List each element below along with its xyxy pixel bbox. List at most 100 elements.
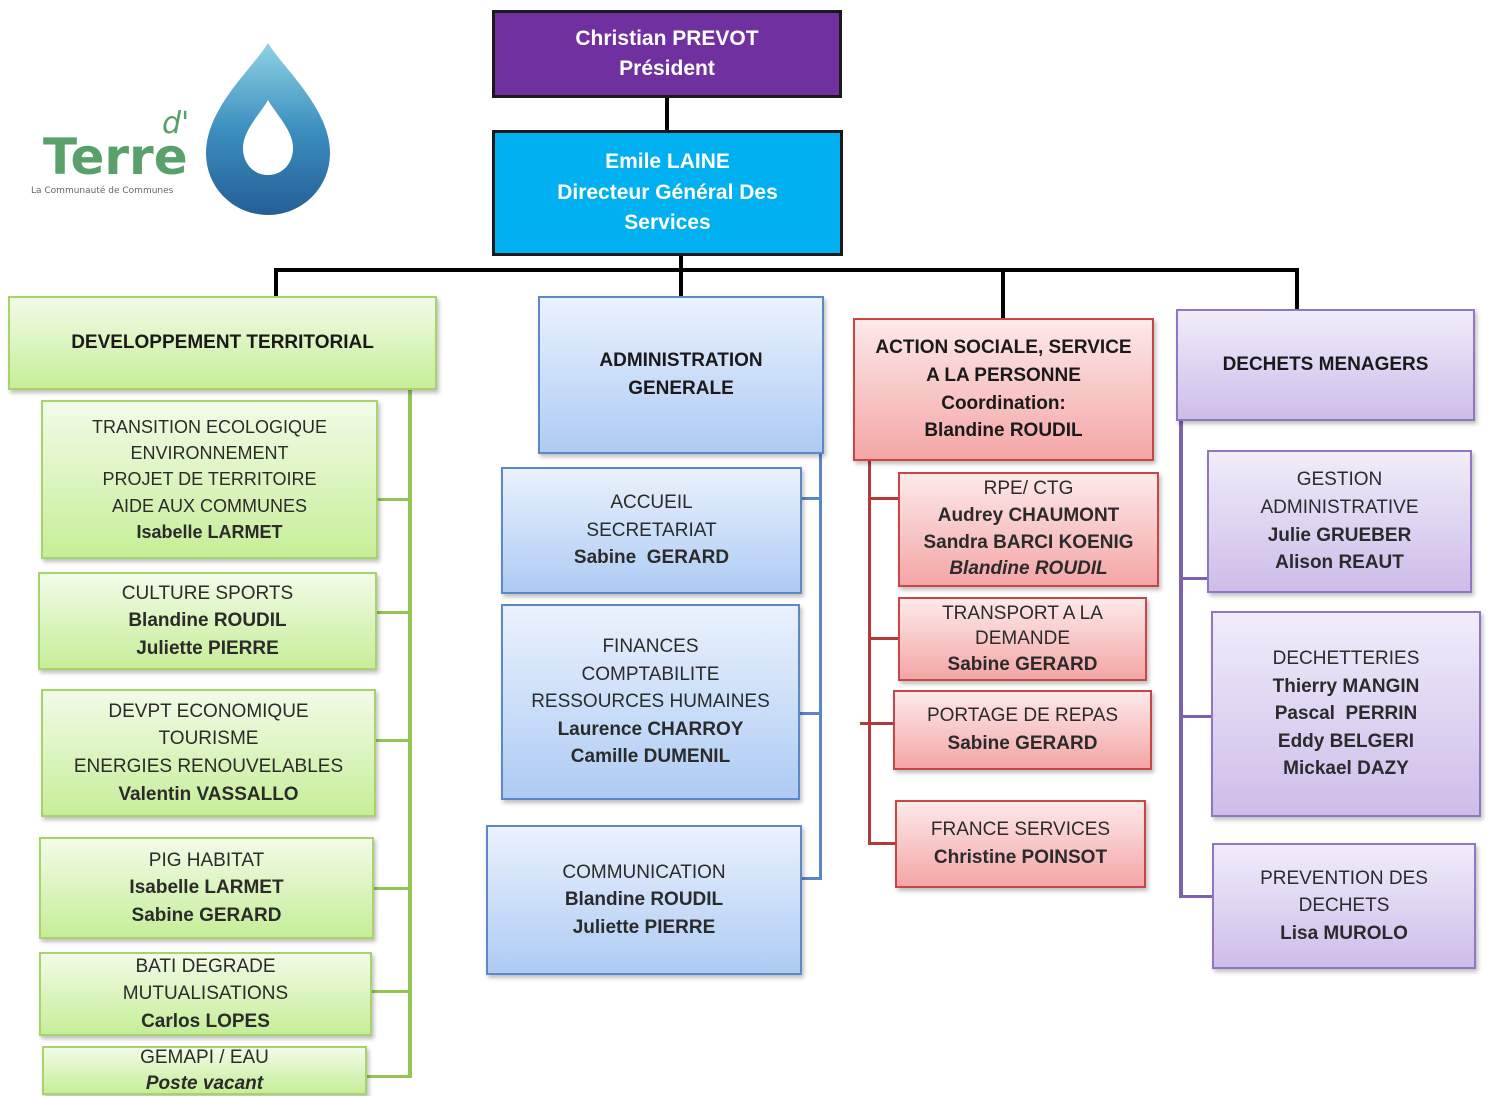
unit-culture-sports: CULTURE SPORTS Blandine ROUDIL Juliette … <box>38 572 377 670</box>
unit-portage-repas: PORTAGE DE REPAS Sabine GERARD <box>893 690 1152 770</box>
unit-person: Sabine GERARD <box>948 730 1098 758</box>
unit-label: COMPTABILITE <box>582 661 720 689</box>
connector-social-branch <box>868 637 900 640</box>
unit-person: Valentin VASSALLO <box>118 781 298 809</box>
dept-admin-header: ADMINISTRATION GENERALE <box>538 296 824 454</box>
unit-label: PORTAGE DE REPAS <box>927 702 1118 730</box>
connector-dev-branch <box>372 887 410 890</box>
unit-person: Christine POINSOT <box>934 844 1107 872</box>
unit-person: Julie GRUEBER <box>1268 522 1412 550</box>
dept-admin-title-line1: ADMINISTRATION <box>599 347 762 375</box>
unit-label: DECHETTERIES <box>1273 645 1420 673</box>
connector-dev-branch <box>374 739 410 742</box>
dept-social-title-line4: Blandine ROUDIL <box>924 417 1082 445</box>
unit-person: Sabine GERARD <box>132 902 282 930</box>
dept-admin-title-line2: GENERALE <box>628 375 734 403</box>
unit-person: Audrey CHAUMONT <box>938 503 1120 530</box>
unit-person: Sabine GERARD <box>948 652 1098 678</box>
unit-gemapi-eau: GEMAPI / EAU Poste vacant <box>42 1046 367 1095</box>
president-box: Christian PREVOT Président <box>492 10 842 98</box>
dept-waste-header: DECHETS MENAGERS <box>1176 309 1475 421</box>
dept-social-title-line2: A LA PERSONNE <box>926 362 1081 390</box>
president-name: Christian PREVOT <box>575 24 758 54</box>
connector-dev-branch <box>376 498 410 501</box>
connector-social-branch <box>868 842 896 845</box>
unit-bati-degrade: BATI DEGRADE MUTUALISATIONS Carlos LOPES <box>39 952 372 1036</box>
unit-label: TOURISME <box>159 725 259 753</box>
director-name: Emile LAINE <box>605 147 730 177</box>
unit-person: Juliette PIERRE <box>573 914 716 942</box>
unit-label: TRANSITION ECOLOGIQUE <box>92 414 327 440</box>
unit-label: SECRETARIAT <box>586 517 716 545</box>
connector-social-branch <box>860 722 896 725</box>
connector-admin-spine <box>819 452 822 880</box>
director-title-line2: Services <box>624 208 710 238</box>
logo-name: Terre <box>43 128 188 186</box>
unit-label: DECHETS <box>1299 892 1390 920</box>
unit-label: GESTION <box>1297 466 1383 494</box>
connector-social-branch <box>868 497 900 500</box>
unit-prevention-dechets: PREVENTION DES DECHETS Lisa MUROLO <box>1212 843 1476 969</box>
unit-person: Mickael DAZY <box>1283 755 1409 783</box>
director-title-line1: Directeur Général Des <box>557 178 778 208</box>
unit-person: Lisa MUROLO <box>1280 920 1408 948</box>
unit-person: Alison REAUT <box>1275 549 1404 577</box>
unit-communication: COMMUNICATION Blandine ROUDIL Juliette P… <box>486 825 802 975</box>
unit-label: RESSOURCES HUMAINES <box>531 688 770 716</box>
connector-drop-dev <box>274 268 278 297</box>
unit-label: ENERGIES RENOUVELABLES <box>74 753 343 781</box>
director-box: Emile LAINE Directeur Général Des Servic… <box>492 130 843 256</box>
unit-person: Juliette PIERRE <box>136 635 279 663</box>
connector-admin-branch <box>798 712 822 715</box>
unit-label: MUTUALISATIONS <box>123 980 288 1008</box>
unit-label: BATI DEGRADE <box>135 953 275 981</box>
unit-person: Isabelle LARMET <box>129 874 283 902</box>
connector-waste-branch <box>1179 895 1213 898</box>
dept-dev-title: DEVELOPPEMENT TERRITORIAL <box>71 329 374 357</box>
unit-label: FINANCES <box>602 633 698 661</box>
unit-vacant-post: Poste vacant <box>146 1071 263 1096</box>
connector-dev-branch <box>370 990 410 993</box>
dept-dev-header: DEVELOPPEMENT TERRITORIAL <box>8 296 437 390</box>
unit-label: CULTURE SPORTS <box>122 580 293 608</box>
unit-person: Blandine ROUDIL <box>128 607 286 635</box>
unit-person: Carlos LOPES <box>141 1008 270 1036</box>
connector-admin-branch <box>800 877 822 880</box>
unit-label: TRANSPORT A LA <box>942 601 1103 627</box>
unit-person-coordinator: Blandine ROUDIL <box>949 556 1107 583</box>
unit-person: Camille DUMENIL <box>571 743 730 771</box>
unit-person: Blandine ROUDIL <box>565 886 723 914</box>
connector-dev-branch <box>376 611 410 614</box>
unit-label: PIG HABITAT <box>149 847 264 875</box>
connector-drop-social <box>1001 268 1005 319</box>
logo-tagline: La Communauté de Communes <box>31 186 173 196</box>
unit-person: Sabine GERARD <box>574 544 729 572</box>
unit-label: RPE/ CTG <box>984 476 1074 503</box>
unit-transition-ecologique: TRANSITION ECOLOGIQUE ENVIRONNEMENT PROJ… <box>41 400 378 559</box>
unit-label: AIDE AUX COMMUNES <box>112 493 307 519</box>
unit-person: Isabelle LARMET <box>136 519 282 545</box>
dept-social-title-line3: Coordination: <box>941 390 1066 418</box>
unit-label: COMMUNICATION <box>562 859 725 887</box>
unit-label: DEMANDE <box>975 626 1070 652</box>
connector-social-spine <box>868 460 871 845</box>
unit-person: Sandra BARCI KOENIG <box>923 530 1133 557</box>
unit-label: FRANCE SERVICES <box>931 816 1110 844</box>
unit-dechetteries: DECHETTERIES Thierry MANGIN Pascal PERRI… <box>1211 611 1481 817</box>
unit-label: PROJET DE TERRITOIRE <box>102 466 316 492</box>
president-title: Président <box>619 54 715 84</box>
unit-devpt-economique: DEVPT ECONOMIQUE TOURISME ENERGIES RENOU… <box>41 689 376 817</box>
connector-waste-branch <box>1179 715 1213 718</box>
unit-gestion-administrative: GESTION ADMINISTRATIVE Julie GRUEBER Ali… <box>1207 450 1472 593</box>
unit-label: GEMAPI / EAU <box>140 1045 269 1071</box>
dept-social-header: ACTION SOCIALE, SERVICE A LA PERSONNE Co… <box>853 318 1154 461</box>
unit-label: PREVENTION DES <box>1260 865 1428 893</box>
unit-finances: FINANCES COMPTABILITE RESSOURCES HUMAINE… <box>501 604 800 800</box>
unit-person: Thierry MANGIN <box>1273 673 1420 701</box>
unit-transport-demande: TRANSPORT A LA DEMANDE Sabine GERARD <box>898 597 1147 681</box>
unit-person: Eddy BELGERI <box>1278 728 1414 756</box>
unit-label: DEVPT ECONOMIQUE <box>108 698 308 726</box>
connector-admin-branch <box>800 497 822 500</box>
unit-label: ENVIRONNEMENT <box>130 440 288 466</box>
connector-president-director <box>665 97 669 131</box>
